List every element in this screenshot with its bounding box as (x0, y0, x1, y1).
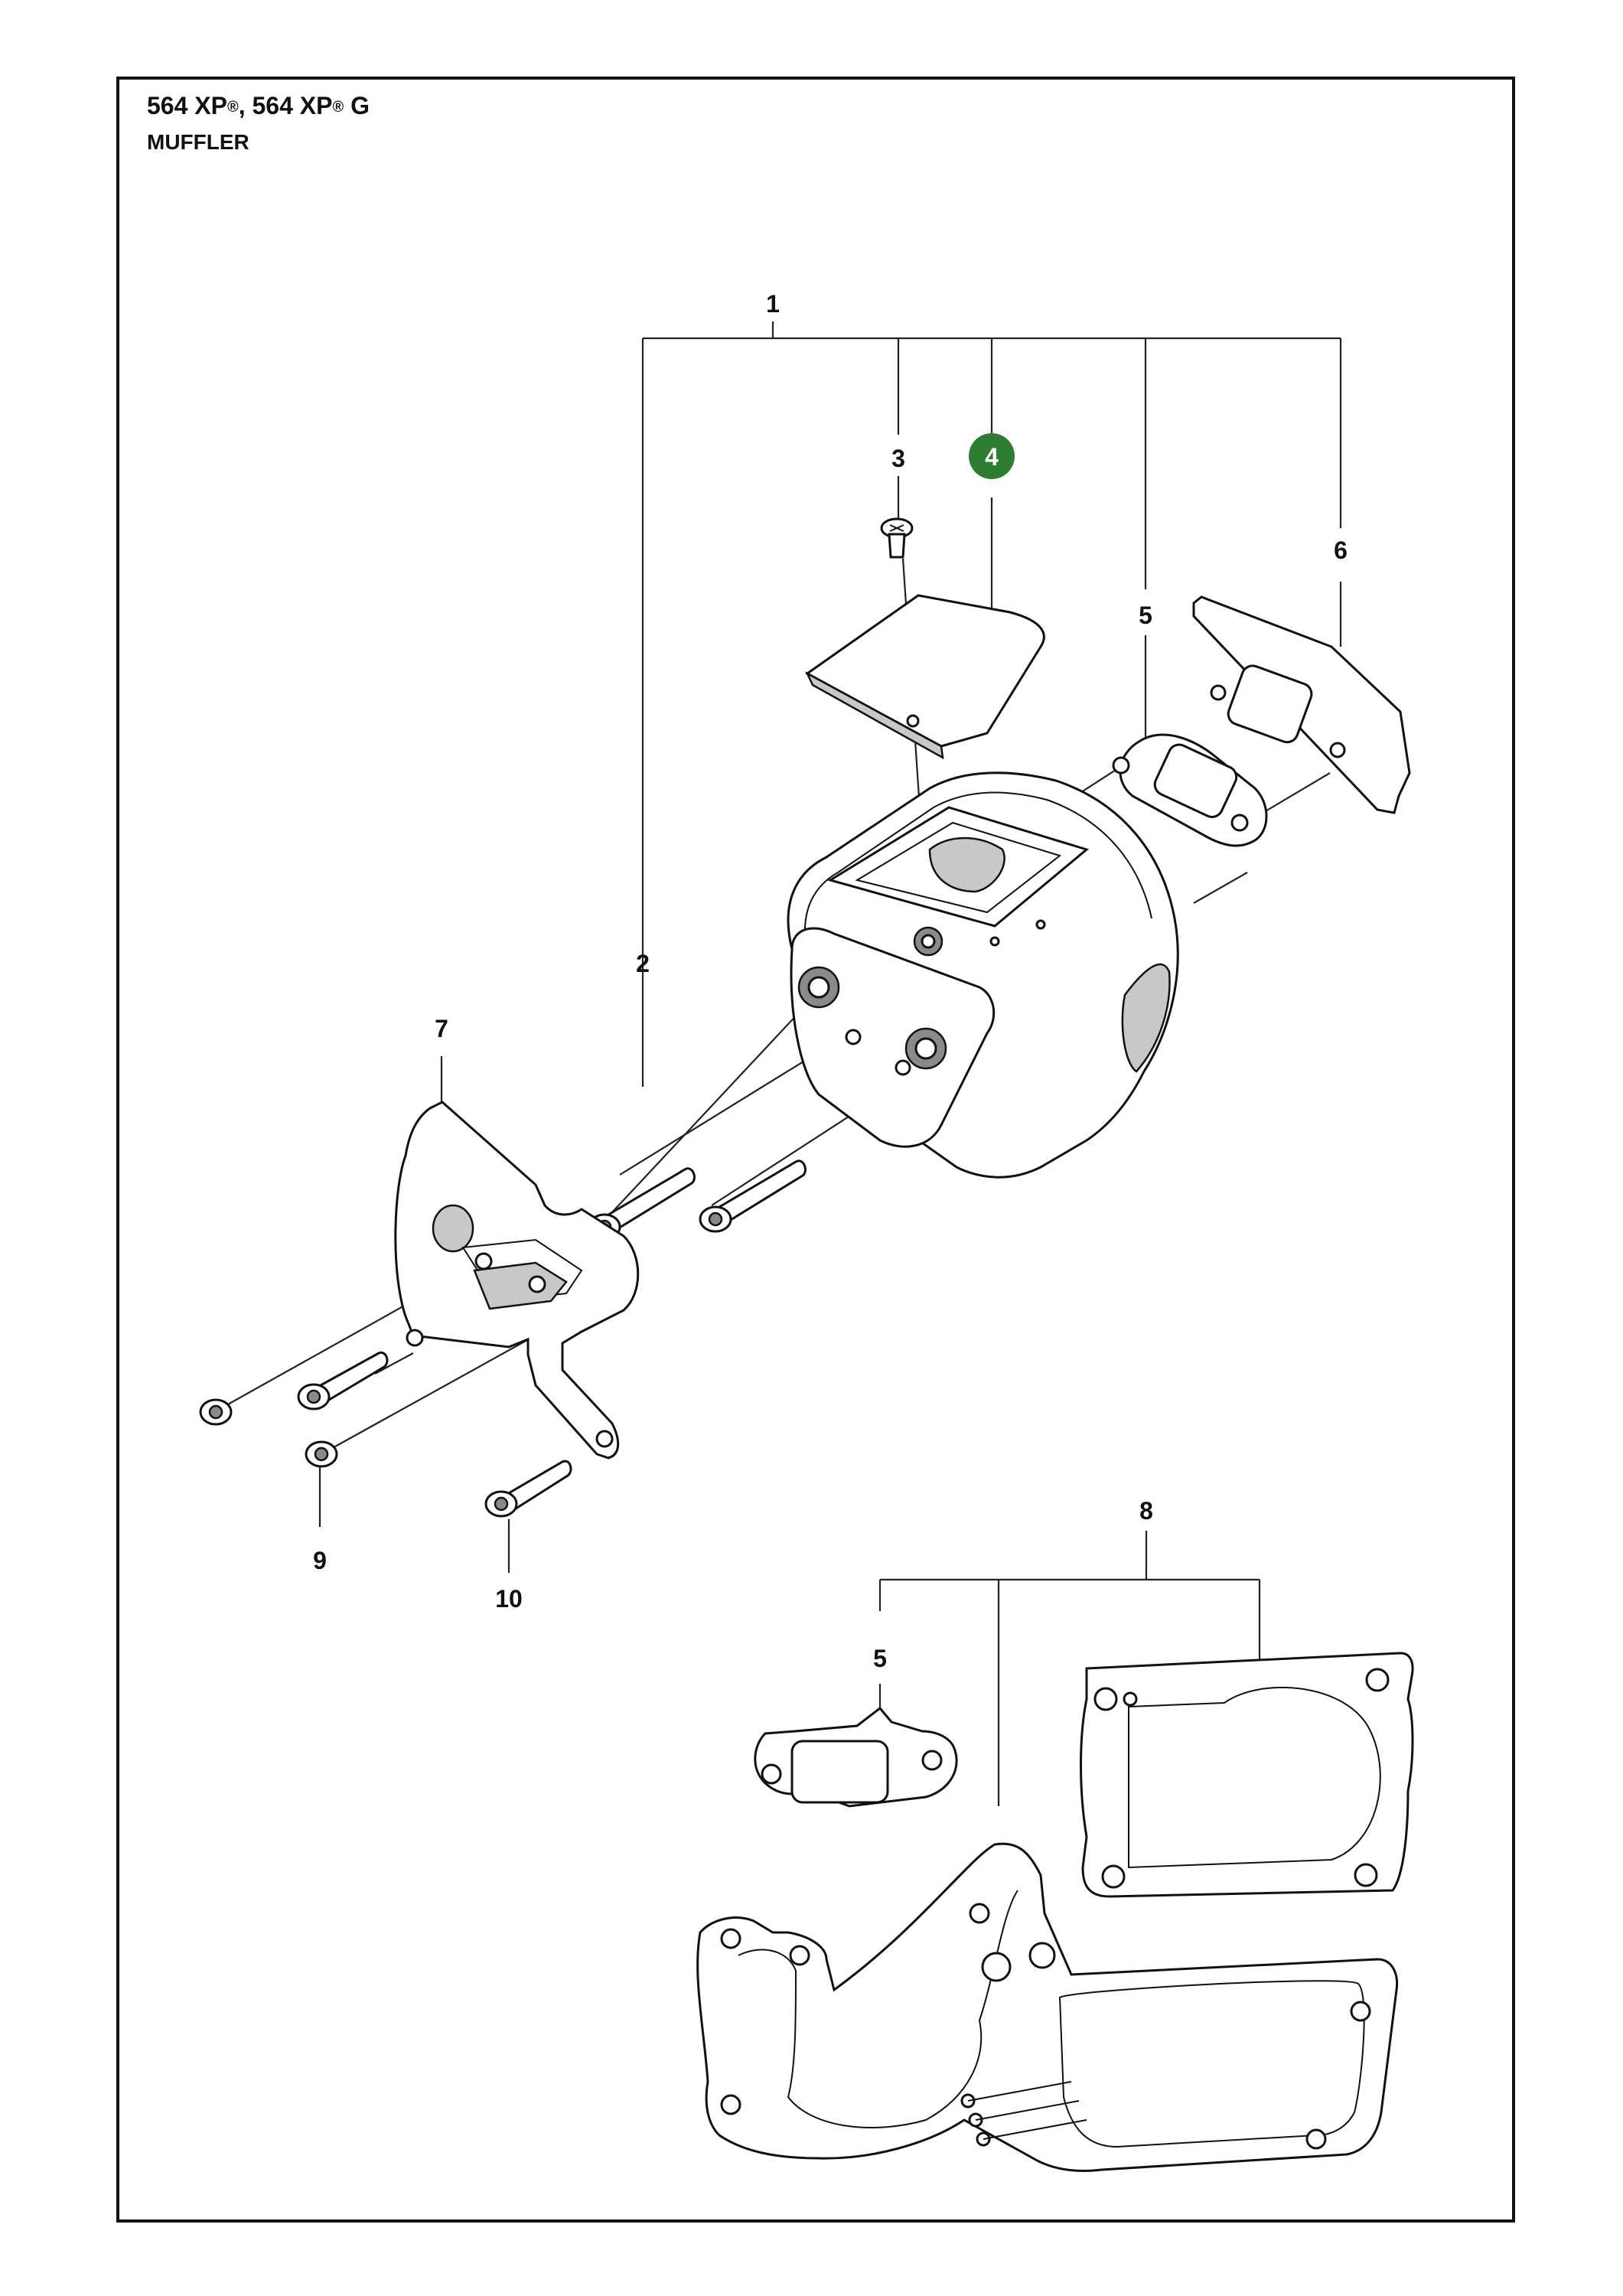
callout-5-lower: 5 (873, 1645, 887, 1672)
callout-2: 2 (636, 950, 650, 977)
section-title: MUFFLER (147, 130, 249, 154)
callout-4: 4 (985, 443, 999, 471)
callout-bracket-8 (878, 1531, 1261, 1806)
cylinder-base-gasket-part (1080, 1652, 1414, 1898)
bolt-10-part (484, 1459, 572, 1518)
registered-mark: ® (332, 99, 344, 116)
callout-4-highlight (969, 433, 1015, 479)
callout-6: 6 (1334, 536, 1348, 564)
callout-1: 1 (766, 290, 780, 318)
bolt-short-b-part (297, 1351, 389, 1411)
callout-bracket-1 (641, 321, 1342, 1087)
model-b: 564 XP (252, 92, 333, 119)
crankcase-gasket-part (696, 1842, 1399, 2173)
callout-10: 10 (495, 1585, 523, 1613)
bolt-long-lower-part (699, 1159, 807, 1233)
callout-7: 7 (435, 1015, 448, 1042)
diagram-frame (116, 77, 1515, 2223)
bolt-9-part (305, 1440, 338, 1468)
registered-mark: ® (227, 99, 239, 116)
callout-5-upper: 5 (1139, 602, 1152, 629)
screw-small-part (880, 517, 914, 559)
muffler-body-part (787, 771, 1179, 1179)
gasket-small-upper-part (1112, 733, 1268, 847)
callout-9: 9 (313, 1547, 327, 1574)
exhaust-deflector-part (805, 594, 1045, 760)
heat-shield-plate-part (1192, 595, 1411, 814)
callout-3: 3 (891, 445, 905, 472)
model-a: 564 XP (147, 92, 227, 119)
model-b-suffix: G (344, 92, 370, 119)
page-title: 564 XP®, 564 XP® G (147, 90, 370, 121)
leader-lines (213, 476, 1342, 1573)
title-separator: , (238, 92, 253, 119)
callout-8: 8 (1139, 1497, 1153, 1525)
mounting-bracket-part (394, 1101, 640, 1459)
bolt-short-a-part (199, 1398, 233, 1426)
gasket-small-lower-part (754, 1706, 958, 1808)
